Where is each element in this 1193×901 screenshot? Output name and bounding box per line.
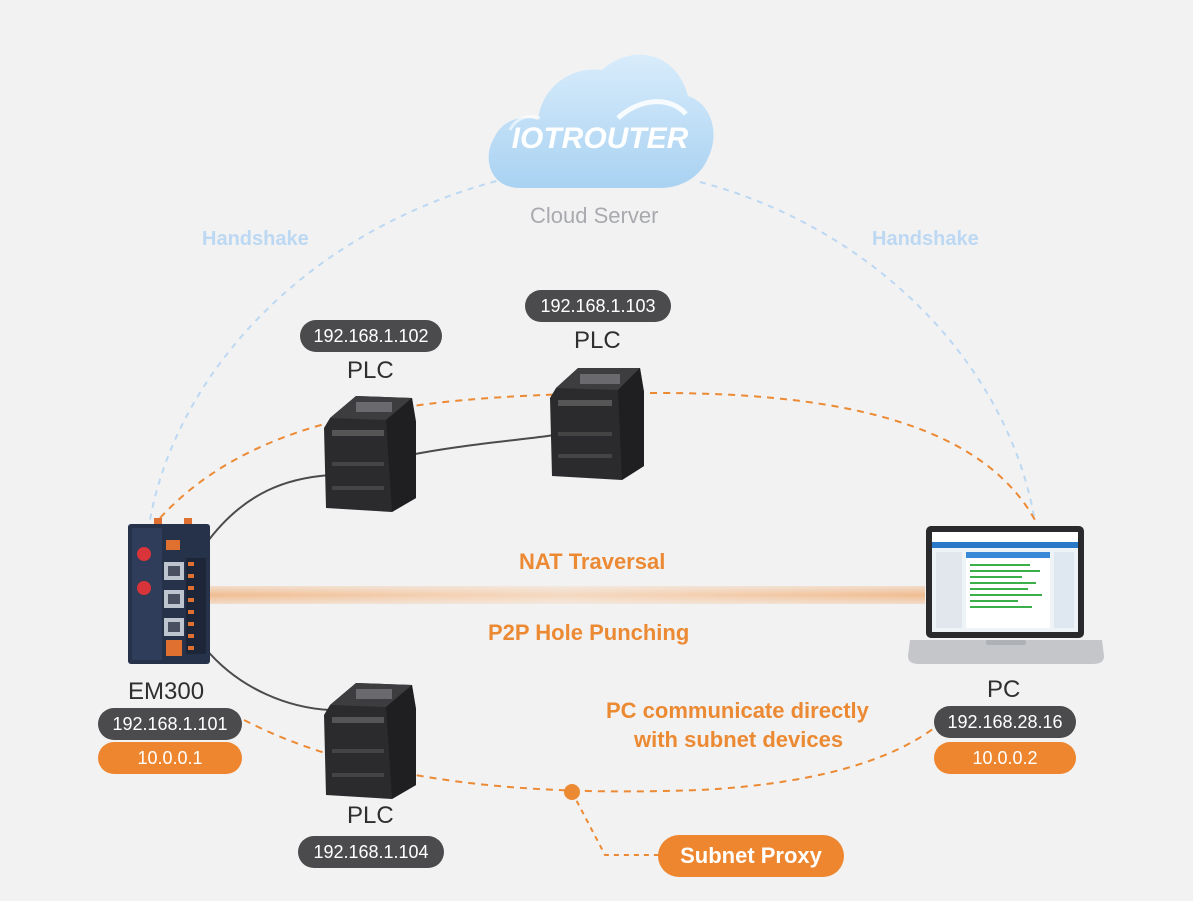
cable-em300-plc102 xyxy=(204,474,331,546)
proxy-point xyxy=(564,784,580,800)
nat-traversal-label: NAT Traversal xyxy=(519,549,666,574)
proxy-connector xyxy=(571,791,660,856)
handshake-arc-left xyxy=(149,177,509,521)
cable-em300-plc104 xyxy=(204,647,331,711)
cloud-server-caption: Cloud Server xyxy=(530,203,659,228)
pc-label: PC xyxy=(987,676,1021,703)
subnet-arc-top xyxy=(159,391,1036,521)
plc-ip-badge: 192.168.1.102 xyxy=(300,320,442,352)
direct-communication-note-line2: with subnet devices xyxy=(634,727,844,752)
em300-virtual-ip-badge: 10.0.0.1 xyxy=(98,742,242,774)
cable-plc102-plc103 xyxy=(409,434,556,456)
plc-ip-badge: 192.168.1.104 xyxy=(298,836,444,868)
plc-device-icon xyxy=(550,368,644,480)
subnet-proxy-badge: Subnet Proxy xyxy=(658,835,844,877)
plc-device-icon xyxy=(324,683,416,799)
svg-text:IOTROUTER: IOTROUTER xyxy=(512,122,689,155)
handshake-label-right: Handshake xyxy=(872,228,979,250)
direct-communication-note-line1: PC communicate directly xyxy=(606,698,869,723)
plc-label: PLC xyxy=(347,802,394,829)
em300-ip-badge: 192.168.1.101 xyxy=(98,708,242,740)
laptop-icon xyxy=(908,526,1104,664)
plc-device-icon xyxy=(324,396,416,512)
plc-ip-badge: 192.168.1.103 xyxy=(525,290,671,322)
subnet-arc-bottom xyxy=(243,719,939,793)
em300-gateway-icon xyxy=(128,518,210,664)
cloud-icon: IOTROUTER xyxy=(488,54,714,188)
p2p-hole-punching-label: P2P Hole Punching xyxy=(488,620,690,645)
pc-ip-badge: 192.168.28.16 xyxy=(934,706,1076,738)
plc-label: PLC xyxy=(347,357,394,384)
plc-label: PLC xyxy=(574,327,621,354)
pc-virtual-ip-badge: 10.0.0.2 xyxy=(934,742,1076,774)
handshake-arc-right xyxy=(699,181,1036,523)
em300-label: EM300 xyxy=(128,678,205,705)
handshake-label-left: Handshake xyxy=(202,228,309,250)
